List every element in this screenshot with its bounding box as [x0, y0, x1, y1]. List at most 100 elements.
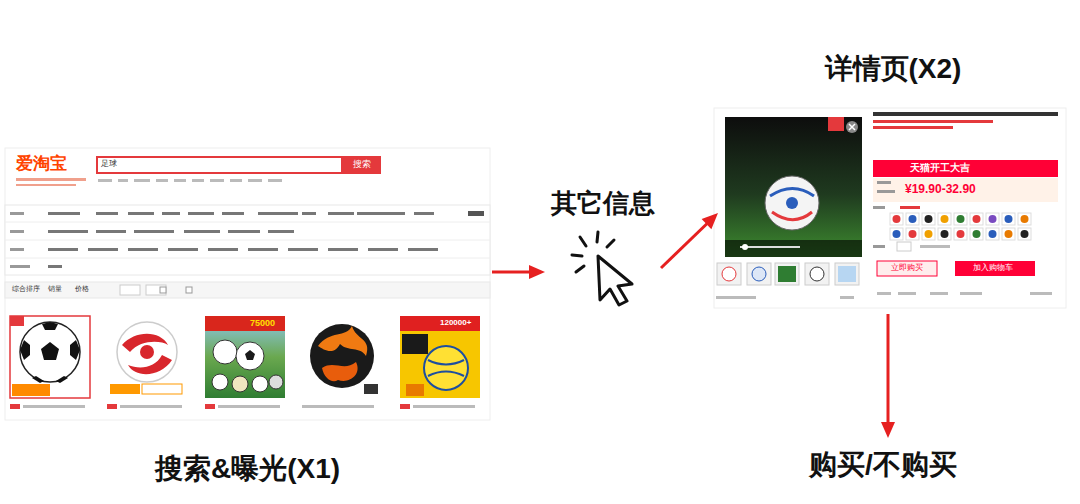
detail-page-screenshot-part-part: [973, 230, 981, 238]
search-page-screenshot-part: [302, 316, 382, 398]
search-page-screenshot-part: [424, 346, 468, 390]
detail-page-screenshot-part: [840, 296, 854, 299]
detail-page-screenshot-part-part: [957, 230, 965, 238]
search-page-screenshot-part: [98, 179, 282, 182]
screenshot-text: 爱淘宝: [16, 154, 67, 174]
search-page-screenshot-part-part: [268, 230, 294, 233]
screenshot-text: 销量: [48, 285, 62, 293]
click-pointer-icon: [572, 232, 632, 305]
node-heading: 详情页(X2): [825, 52, 962, 86]
detail-page-screenshot-part: [772, 212, 812, 220]
search-page-screenshot-part: [186, 287, 192, 293]
search-page-screenshot-part-part: [413, 405, 475, 408]
search-page-screenshot-part: [117, 322, 177, 382]
search-page-screenshot-part: [269, 375, 283, 389]
search-page-screenshot-part-part: [10, 265, 30, 268]
search-page-screenshot: [5, 148, 490, 420]
detail-page-screenshot-part-part: [970, 228, 983, 240]
search-page-screenshot-part-part: [205, 404, 215, 409]
search-page-screenshot-part: [5, 240, 490, 241]
search-page-screenshot-part-part: [302, 212, 316, 215]
search-page-screenshot-part: [20, 322, 80, 382]
search-page-screenshot-part-part: [134, 179, 150, 182]
search-page-screenshot-part-part: [408, 248, 438, 251]
search-page-screenshot-part-part: [120, 405, 182, 408]
screenshot-text: 综合排序: [12, 285, 40, 293]
detail-page-screenshot-part: [898, 292, 916, 295]
search-page-screenshot-part: [245, 350, 255, 360]
detail-stage: 详情页(X2): [720, 52, 1066, 312]
search-page-screenshot-part-part: [48, 230, 88, 233]
arrow-head: [529, 265, 545, 279]
search-page-screenshot-part: [400, 316, 480, 398]
search-page-screenshot-part: [120, 285, 140, 295]
detail-page-screenshot-part: [960, 292, 982, 295]
detail-page-screenshot-part-part: [954, 213, 967, 225]
screenshot-text: 价格: [75, 285, 89, 293]
search-page-screenshot-part: [310, 324, 374, 388]
detail-page-screenshot-part: [778, 266, 796, 282]
search-page-screenshot-part-part: [162, 212, 180, 215]
detail-page-screenshot-part-part: [906, 228, 919, 240]
search-page-screenshot-part: [5, 282, 490, 298]
detail-page-screenshot-part-part: [986, 213, 999, 225]
search-page-screenshot-part: [5, 222, 490, 223]
detail-page-screenshot-part: [849, 124, 855, 130]
detail-page-screenshot-part: [838, 266, 856, 282]
detail-page-screenshot-part-part: [922, 213, 935, 225]
flow-arrow: [492, 271, 531, 274]
detail-page-screenshot-part-part: [835, 263, 859, 285]
detail-page-screenshot-part: [920, 245, 950, 248]
screenshot-text: 立即购买: [891, 263, 923, 272]
detail-page-screenshot-part-part: [989, 230, 997, 238]
search-page-screenshot-part-part: [184, 230, 220, 233]
search-page-screenshot-part-part: [96, 212, 118, 215]
search-page-screenshot-part-part: [168, 248, 198, 251]
detail-page-screenshot-part: [873, 160, 1058, 177]
screenshot-text: 加入购物车: [973, 263, 1013, 272]
click-pointer-icon-part: [576, 266, 584, 272]
detail-page-screenshot-part: [786, 197, 798, 209]
click-pointer-icon-part: [572, 255, 582, 256]
detail-page-screenshot-part: [828, 117, 844, 131]
detail-page-screenshot-part: [717, 263, 859, 285]
detail-page-screenshot-part: [1030, 292, 1052, 295]
search-page-screenshot-part-part: [258, 212, 298, 215]
search-page-screenshot-part: [146, 285, 166, 295]
search-page-screenshot-part-part: [228, 230, 260, 233]
detail-page-screenshot-part-part: [986, 228, 999, 240]
detail-page-screenshot-part-part: [1018, 228, 1031, 240]
detail-page-screenshot-part: [722, 267, 736, 281]
detail-page-screenshot-part: [873, 206, 885, 209]
click-pointer-icon-part: [598, 256, 632, 305]
search-stage: 搜索&曝光(X1): [5, 148, 490, 486]
detail-page-screenshot-part: [897, 242, 911, 251]
search-page-screenshot-part: [400, 316, 480, 331]
detail-page-screenshot-part-part: [906, 213, 919, 225]
arrow-head: [881, 422, 895, 438]
search-page-screenshot-part-part: [128, 248, 158, 251]
detail-page-screenshot-part: [900, 206, 920, 209]
search-page-screenshot-part-part: [328, 248, 358, 251]
search-page-screenshot-part: [97, 157, 342, 173]
search-page-screenshot-part-part: [10, 248, 24, 251]
detail-page-screenshot-part-part: [989, 215, 997, 223]
search-page-screenshot-part-part: [268, 179, 282, 182]
click-pointer-icon-part: [580, 237, 586, 246]
search-page-screenshot-part: [56, 376, 68, 383]
search-page-screenshot-part: [236, 342, 264, 370]
detail-page-screenshot-part-part: [805, 263, 829, 285]
search-page-screenshot-part: [16, 178, 86, 181]
search-page-screenshot-part-part: [218, 405, 280, 408]
detail-page-screenshot-part: [873, 126, 953, 129]
search-page-screenshot-part-part: [174, 179, 186, 182]
search-page-screenshot-part: [342, 156, 381, 174]
detail-page-screenshot-part-part: [938, 228, 951, 240]
detail-page-screenshot-part: [893, 215, 1029, 238]
detail-page-screenshot-part-part: [1018, 213, 1031, 225]
outcome-label: 购买/不购买: [788, 440, 978, 490]
detail-page-screenshot-part: [740, 246, 800, 248]
detail-page-screenshot-part: [877, 261, 937, 276]
search-page-screenshot-part: [41, 342, 59, 360]
